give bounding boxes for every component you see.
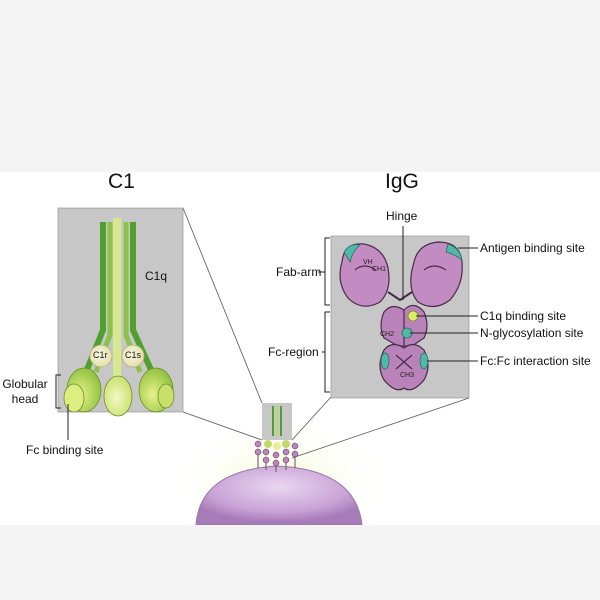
ch3-label: CH3: [400, 372, 415, 379]
c1q-label: C1q: [145, 269, 168, 283]
zoom-line-c1-bottom: [182, 411, 263, 441]
diagram-canvas: [55, 207, 478, 525]
cell-body: [195, 465, 363, 525]
zoom-line-c1-top: [182, 207, 263, 404]
igg-fab-arms: [339, 241, 463, 308]
zoom-line-igg-bottom: [291, 397, 470, 459]
fc-fc-interaction-site-label: Fc:Fc interaction site: [480, 354, 591, 368]
fc-binding-site-label: Fc binding site: [26, 443, 104, 457]
igg-callout-leaders: [410, 247, 478, 362]
c1r-label: C1r: [93, 350, 108, 360]
ch1-label: CH1: [372, 266, 387, 273]
c1-globular-heads: [63, 367, 175, 417]
fc-region-label: Fc-region: [268, 345, 319, 359]
c1s-label: C1s: [125, 350, 142, 360]
mini-complex: [254, 403, 299, 472]
ch2-label: CH2: [380, 331, 395, 338]
globular-head-bracket: [55, 374, 61, 409]
igg-title: IgG: [385, 170, 419, 193]
n-glycosylation-site-label: N-glycosylation site: [480, 326, 584, 340]
c1r-c1s-subunits: [89, 344, 145, 368]
vh-label: VH: [363, 259, 373, 266]
c1-title: C1: [108, 170, 135, 193]
globular-head-label: Globular head: [2, 377, 48, 406]
fc-region-bracket: [324, 311, 330, 393]
fab-arm-bracket: [324, 237, 330, 306]
antigen-binding-tips: [343, 243, 463, 264]
c1q-binding-site-label: C1q binding site: [480, 309, 567, 323]
figure-area: [0, 172, 600, 525]
fab-arm-label: Fab-arm: [276, 265, 322, 279]
fc-fc-interaction-markers: [380, 352, 429, 370]
hinge-connector: [387, 291, 413, 302]
zoom-line-igg-top: [291, 396, 332, 441]
antigen-binding-site-label: Antigen binding site: [480, 241, 585, 255]
hinge-label: Hinge: [386, 209, 418, 223]
